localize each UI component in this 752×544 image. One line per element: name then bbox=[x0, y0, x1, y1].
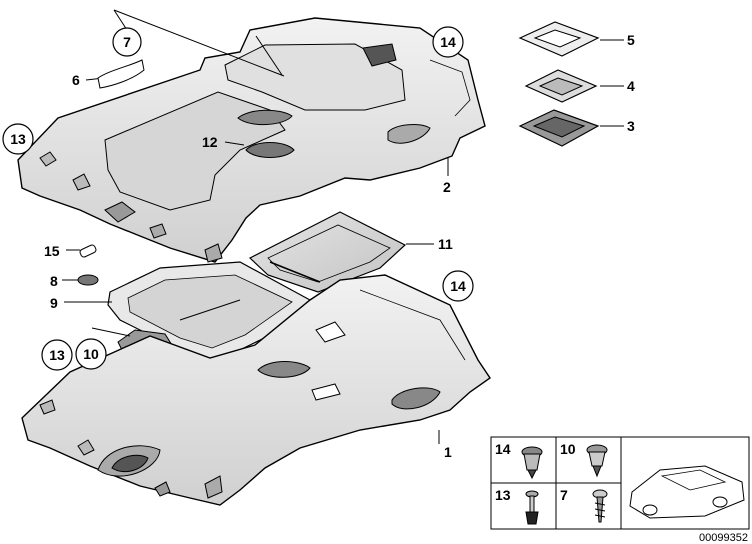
frame-part-11 bbox=[248, 211, 407, 293]
leader-lines bbox=[62, 9, 624, 444]
callout-2: 2 bbox=[443, 179, 451, 195]
part-8-grommet bbox=[77, 274, 99, 286]
callout-5: 5 bbox=[627, 32, 635, 48]
legend-cell-10: 10 bbox=[560, 441, 576, 457]
fastener-14-icon bbox=[521, 446, 543, 480]
fastener-13-icon bbox=[525, 490, 539, 525]
callout-3: 3 bbox=[627, 118, 635, 134]
callout-10: 10 bbox=[75, 338, 107, 370]
part-5-cover bbox=[518, 21, 600, 57]
car-silhouette-icon bbox=[629, 465, 745, 519]
callout-14-lower: 14 bbox=[442, 270, 474, 302]
part-7-trim bbox=[97, 59, 145, 89]
callout-7: 7 bbox=[112, 27, 142, 57]
svg-text:7: 7 bbox=[123, 34, 131, 50]
callout-6: 6 bbox=[72, 72, 80, 88]
callout-12: 12 bbox=[202, 134, 218, 150]
callout-9: 9 bbox=[50, 295, 58, 311]
reference-number: 00099352 bbox=[699, 532, 748, 544]
svg-text:14: 14 bbox=[450, 278, 466, 294]
fastener-legend: 14 10 13 7 bbox=[490, 436, 750, 530]
legend-cell-14: 14 bbox=[495, 441, 511, 457]
callout-14-upper: 14 bbox=[432, 26, 464, 58]
callout-13-upper: 13 bbox=[2, 123, 34, 155]
part-15-clip bbox=[79, 244, 97, 258]
svg-text:13: 13 bbox=[10, 131, 26, 147]
svg-text:10: 10 bbox=[83, 346, 99, 362]
fastener-10-icon bbox=[586, 444, 608, 478]
callout-1: 1 bbox=[444, 444, 452, 460]
svg-text:13: 13 bbox=[49, 347, 65, 363]
callout-15: 15 bbox=[44, 243, 60, 259]
callout-13-lower: 13 bbox=[41, 339, 73, 371]
part-4-lens bbox=[524, 69, 598, 103]
headliner-upper bbox=[17, 17, 486, 263]
callout-4: 4 bbox=[627, 78, 635, 94]
callout-11: 11 bbox=[438, 236, 453, 252]
legend-cell-7: 7 bbox=[560, 487, 568, 503]
callout-8: 8 bbox=[50, 273, 58, 289]
headliner-lower bbox=[21, 274, 491, 506]
fastener-7-icon bbox=[592, 489, 608, 523]
legend-cell-13: 13 bbox=[495, 487, 511, 503]
svg-text:14: 14 bbox=[440, 34, 456, 50]
part-3-housing bbox=[518, 109, 600, 147]
